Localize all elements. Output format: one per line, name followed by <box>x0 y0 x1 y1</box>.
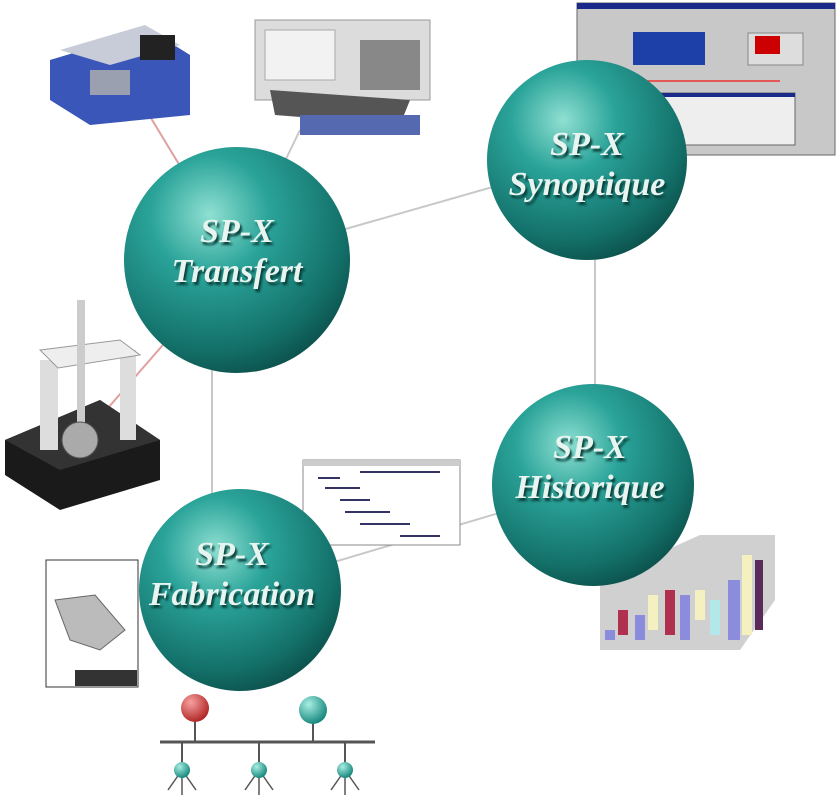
measuring-machine-image <box>5 300 160 510</box>
label-line2: Fabrication <box>148 576 316 613</box>
sphere-synoptique <box>487 60 687 260</box>
node-label-fabrication: SP-X Fabrication <box>149 535 315 615</box>
node-label-historique: SP-X Historique <box>515 428 664 508</box>
label-line1: SP-X <box>200 213 274 250</box>
gantt-chart-image <box>302 459 461 546</box>
label-line1: SP-X <box>550 126 624 163</box>
lathe-machine-image <box>50 25 190 125</box>
part-drawing-image <box>45 559 139 688</box>
sphere-historique <box>492 384 694 586</box>
network-diagram <box>160 694 375 795</box>
transfer-machine-image <box>254 19 431 135</box>
label-line1: SP-X <box>195 536 269 573</box>
label-line1: SP-X <box>553 429 627 466</box>
label-line2: Historique <box>515 469 665 506</box>
label-line2: Synoptique <box>508 166 666 203</box>
label-line2: Transfert <box>171 253 303 290</box>
node-label-transfert: SP-X Transfert <box>172 212 303 292</box>
sphere-fabrication <box>139 489 341 691</box>
node-label-synoptique: SP-X Synoptique <box>509 125 666 205</box>
sphere-transfert <box>124 147 350 373</box>
